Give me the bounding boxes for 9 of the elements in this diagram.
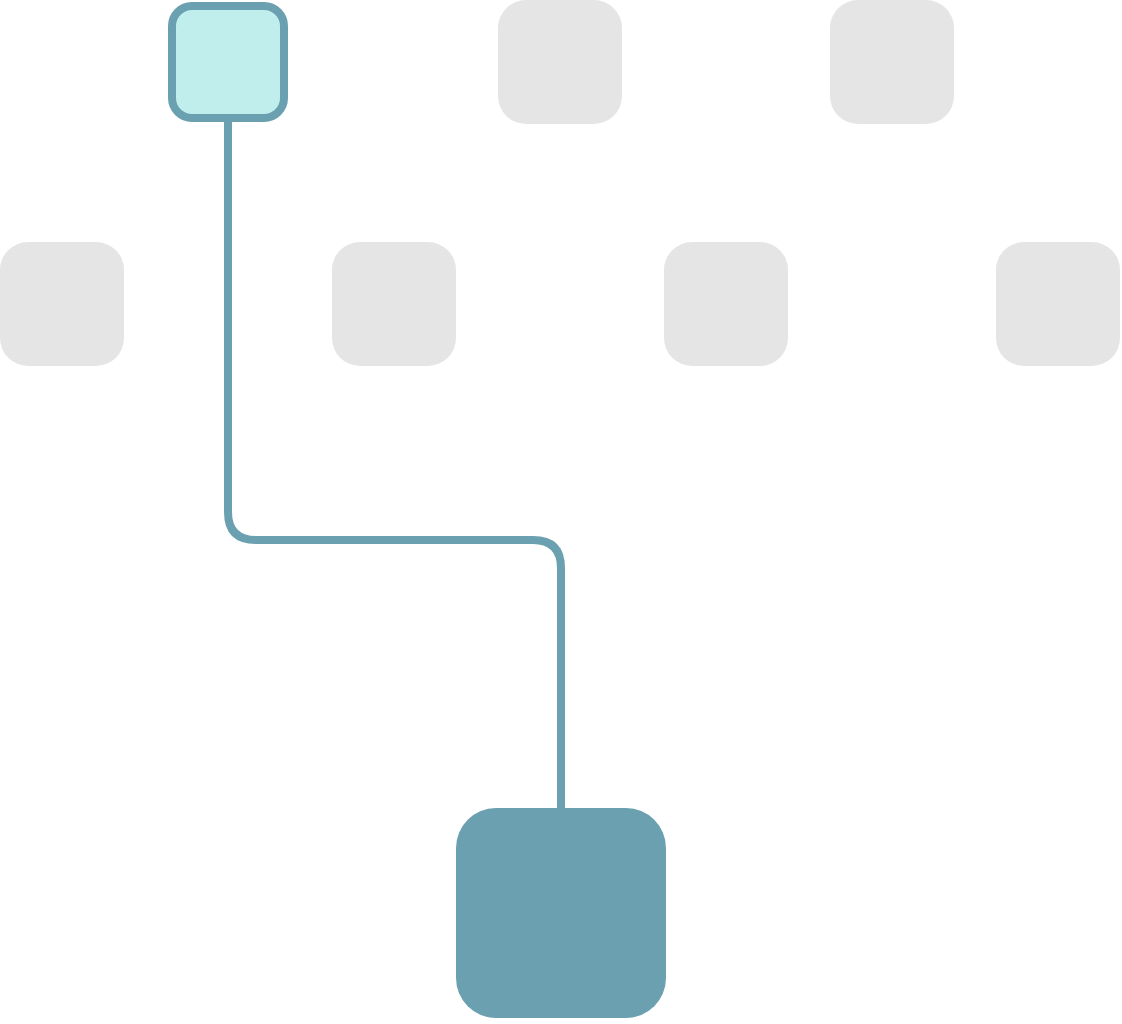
connector-line xyxy=(224,122,565,808)
destination-square xyxy=(456,808,666,1018)
selected-square xyxy=(168,2,288,122)
placeholder-square xyxy=(498,0,622,124)
placeholder-square xyxy=(830,0,954,124)
placeholder-square xyxy=(0,242,124,366)
placeholder-square xyxy=(664,242,788,366)
placeholder-square xyxy=(996,242,1120,366)
placeholder-square xyxy=(332,242,456,366)
